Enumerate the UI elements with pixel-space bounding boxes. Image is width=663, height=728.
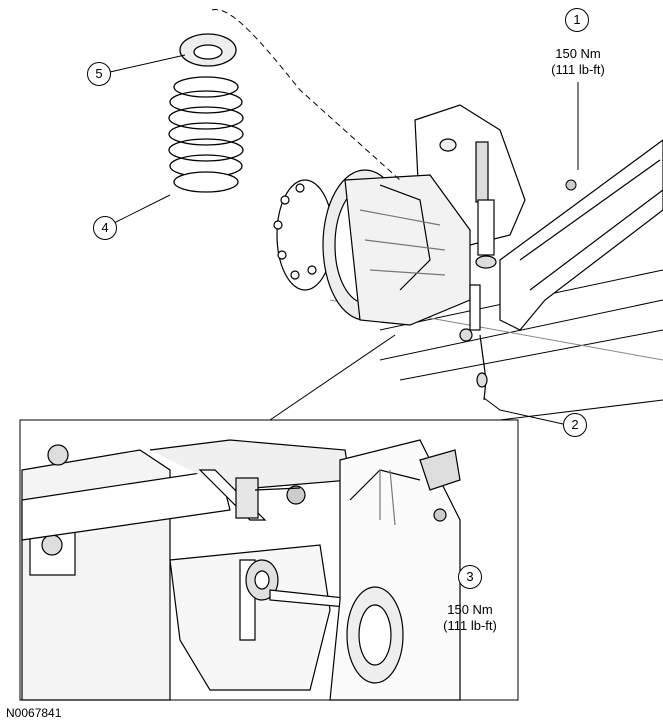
crossmember [499,139,663,331]
spring-insulator [179,33,237,67]
callout-4: 4 [93,216,117,240]
shock-absorber [475,141,497,269]
callout-1-torque-nm: 150 Nm [555,46,601,61]
axle-hub-assembly [273,169,471,326]
coil-spring [168,76,244,193]
assembly-path [211,9,401,181]
detail-stabilizer-link [21,439,461,701]
callout-3-torque-lbft: (111 lb-ft) [443,618,497,633]
callout-1-torque-lbft: (111 lb-ft) [551,62,605,77]
callout-3-torque-nm: 150 Nm [447,602,493,617]
figure-id: N0067841 [6,706,62,720]
stabilizer-link-main [459,284,488,401]
callout-1: 1 [565,8,589,32]
callout-3: 3 [458,565,482,589]
detail-leader [269,334,396,421]
shock-upper-bolt [565,179,577,191]
callout-2: 2 [563,413,587,437]
callout-5: 5 [87,62,111,86]
